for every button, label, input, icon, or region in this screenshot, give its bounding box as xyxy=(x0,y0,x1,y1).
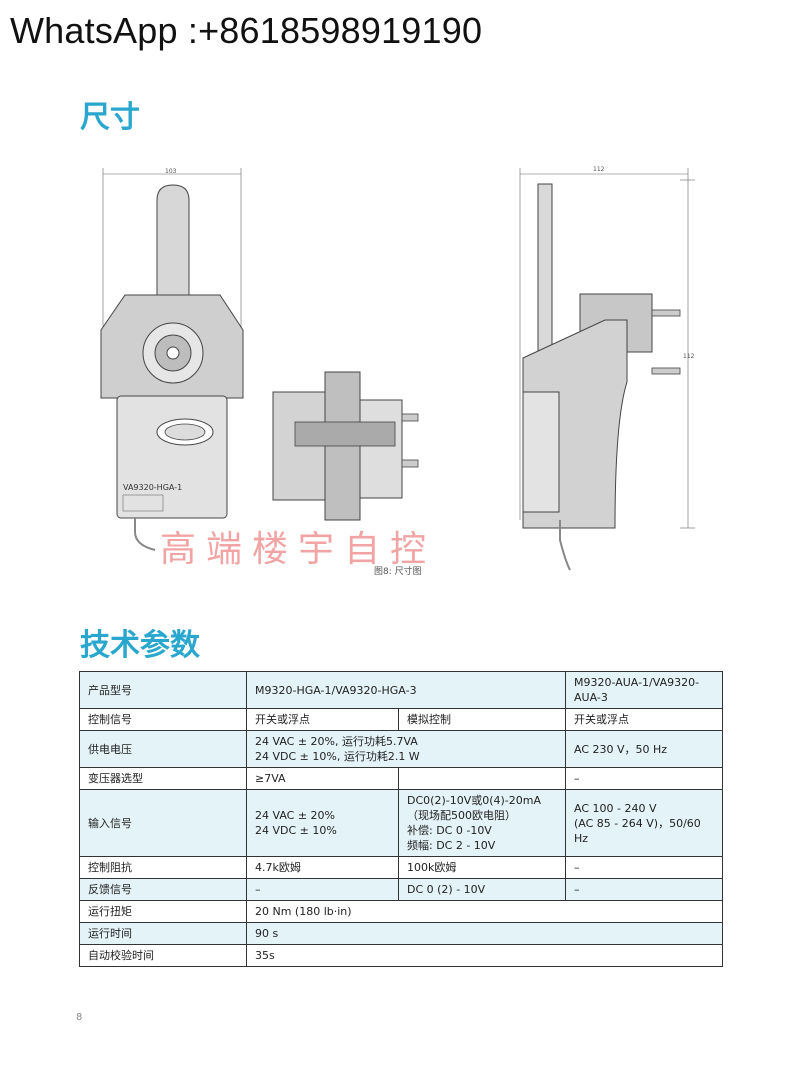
cell: DC0(2)-10V或0(4)-20mA （现场配500欧电阻） 补偿: DC … xyxy=(398,789,566,857)
cell: M9320-HGA-1/VA9320-HGA-3 xyxy=(246,671,566,709)
section-title-dimensions: 尺寸 xyxy=(80,100,140,135)
table-row: 控制信号 开关或浮点 模拟控制 开关或浮点 xyxy=(79,708,723,731)
cell: 24 VAC ± 20% 24 VDC ± 10% xyxy=(246,789,399,857)
cell-line: （现场配500欧电阻） xyxy=(407,809,516,822)
table-row: 产品型号 M9320-HGA-1/VA9320-HGA-3 M9320-AUA-… xyxy=(79,671,723,709)
row-header: 产品型号 xyxy=(79,671,247,709)
cell: DC 0 (2) - 10V xyxy=(398,878,566,901)
table-row: 变压器选型 ≥7VA – xyxy=(79,767,723,790)
dimension-drawing-svg: 103 VA9320-HGA-1 112 112 xyxy=(100,166,695,571)
cell: ≥7VA xyxy=(246,767,399,790)
table-row: 反馈信号 – DC 0 (2) - 10V – xyxy=(79,878,723,901)
row-header: 自动校验时间 xyxy=(79,944,247,967)
spec-table: 产品型号 M9320-HGA-1/VA9320-HGA-3 M9320-AUA-… xyxy=(79,671,723,967)
section-title-tech-params: 技术参数 xyxy=(80,628,200,663)
cell-line: 补偿: DC 0 -10V xyxy=(407,824,492,837)
table-row: 控制阻抗 4.7k欧姆 100k欧姆 – xyxy=(79,856,723,879)
cell: M9320-AUA-1/VA9320-AUA-3 xyxy=(565,671,723,709)
table-row: 供电电压 24 VAC ± 20%, 运行功耗5.7VA 24 VDC ± 10… xyxy=(79,730,723,768)
cell: – xyxy=(565,878,723,901)
row-header: 控制阻抗 xyxy=(79,856,247,879)
cell: 开关或浮点 xyxy=(246,708,399,731)
table-row: 自动校验时间 35s xyxy=(79,944,723,967)
dim-side-width: 112 xyxy=(593,166,605,173)
figure-caption: 图8: 尺寸图 xyxy=(374,567,422,577)
cell: 100k欧姆 xyxy=(398,856,566,879)
cell: – xyxy=(246,878,399,901)
cell-line: 24 VDC ± 10%, 运行功耗2.1 W xyxy=(255,750,420,763)
cell: 模拟控制 xyxy=(398,708,566,731)
device-label: VA9320-HGA-1 xyxy=(123,483,182,492)
cell: 35s xyxy=(246,944,723,967)
cell: 4.7k欧姆 xyxy=(246,856,399,879)
cell-line: AC 100 - 240 V xyxy=(574,801,657,815)
table-row: 运行时间 90 s xyxy=(79,922,723,945)
cell xyxy=(398,767,566,790)
cell: – xyxy=(565,767,723,790)
row-header: 控制信号 xyxy=(79,708,247,731)
whatsapp-contact: WhatsApp :+8618598919190 xyxy=(10,10,483,51)
dim-side-height: 112 xyxy=(683,353,695,360)
cell: 24 VAC ± 20%, 运行功耗5.7VA 24 VDC ± 10%, 运行… xyxy=(246,730,566,768)
dim-front-width: 103 xyxy=(165,168,177,175)
page-number: 8 xyxy=(76,1012,83,1023)
row-header: 输入信号 xyxy=(79,789,247,857)
watermark-text: 高端楼宇自控 xyxy=(160,529,437,570)
cell-line: (AC 85 - 264 V)，50/60 Hz xyxy=(574,816,701,845)
cell-line: 24 VAC ± 20%, 运行功耗5.7VA xyxy=(255,735,418,748)
row-header: 运行扭矩 xyxy=(79,900,247,923)
cell: 90 s xyxy=(246,922,723,945)
cell-line: 24 VAC ± 20% xyxy=(255,809,335,822)
cell-line: 频幅: DC 2 - 10V xyxy=(407,839,496,852)
row-header: 变压器选型 xyxy=(79,767,247,790)
dimension-drawing: 103 VA9320-HGA-1 112 112 xyxy=(95,160,715,580)
row-header: 反馈信号 xyxy=(79,878,247,901)
table-row: 输入信号 24 VAC ± 20% 24 VDC ± 10% DC0(2)-10… xyxy=(79,789,723,857)
row-header: 供电电压 xyxy=(79,730,247,768)
cell-line: DC0(2)-10V或0(4)-20mA xyxy=(407,794,542,807)
table-row: 运行扭矩 20 Nm (180 lb·in) xyxy=(79,900,723,923)
cell: 20 Nm (180 lb·in) xyxy=(246,900,723,923)
cell: AC 100 - 240 V (AC 85 - 264 V)，50/60 Hz xyxy=(565,789,723,857)
cell-line: 24 VDC ± 10% xyxy=(255,824,337,837)
cell: 开关或浮点 xyxy=(565,708,723,731)
cell: – xyxy=(565,856,723,879)
row-header: 运行时间 xyxy=(79,922,247,945)
cell: AC 230 V，50 Hz xyxy=(565,730,723,768)
